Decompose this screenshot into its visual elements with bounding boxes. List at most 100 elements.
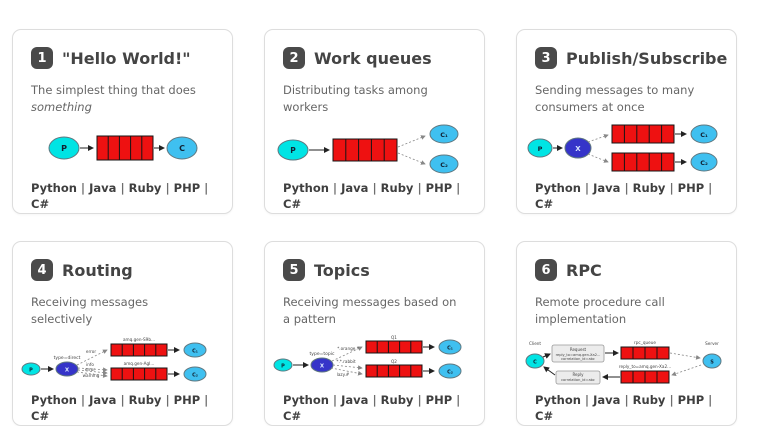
lang-java[interactable]: Java [593,181,621,195]
number-badge: 1 [31,47,53,69]
queue [611,124,675,144]
binding-label: *.orange.* [337,346,359,351]
language-links: Python | Java | Ruby | PHP | C# [535,180,719,212]
card-title[interactable]: RPC [566,260,602,280]
lang-csharp[interactable]: C# [31,197,50,211]
card-title[interactable]: Work queues [314,48,432,68]
card-title[interactable]: Publish/Subscribe [566,48,728,68]
card-publish-subscribe: 3 Publish/Subscribe Sending messages to … [516,29,737,214]
svg-text:C₂: C₂ [192,372,198,378]
svg-text:C₁: C₁ [447,345,453,351]
separator: | [76,393,90,407]
lang-csharp[interactable]: C# [283,409,302,423]
binding-label: *.*.rabbit [336,359,356,364]
svg-text:X: X [64,367,69,373]
lang-java[interactable]: Java [341,393,369,407]
lang-php[interactable]: PHP [677,393,705,407]
number-badge: 6 [535,259,557,281]
queue [332,138,398,162]
language-links: Python | Java | Ruby | PHP | C# [283,392,467,424]
lang-java[interactable]: Java [341,181,369,195]
lang-python[interactable]: Python [283,393,329,407]
work-queues-diagram: P C₁ C₂ [277,121,467,175]
language-links: Python | Java | Ruby | PHP | C# [535,392,719,424]
producer-node: P [527,138,553,158]
svg-text:type=direct: type=direct [53,355,80,361]
producer-node: P [277,139,309,161]
svg-text:P: P [538,145,543,153]
request-box: Request reply_to=amq.gen-Xa2... correlat… [551,344,605,362]
separator: | [328,393,342,407]
card-title[interactable]: "Hello World!" [62,48,191,68]
lang-python[interactable]: Python [283,181,329,195]
lang-php[interactable]: PHP [425,393,453,407]
number-badge: 2 [283,47,305,69]
lang-python[interactable]: Python [31,393,77,407]
lang-php[interactable]: PHP [173,181,201,195]
lang-csharp[interactable]: C# [535,409,554,423]
lang-ruby[interactable]: Ruby [632,181,666,195]
queue: amq.gen-AgI... [110,361,167,380]
lang-ruby[interactable]: Ruby [128,393,162,407]
consumer-node: C₁ [438,339,461,354]
card-routing: 4 Routing Receiving messages selectively… [12,241,233,426]
separator: | [413,181,426,195]
lang-csharp[interactable]: C# [31,409,50,423]
svg-text:P: P [290,146,296,155]
exchange-node: X [564,137,592,159]
card-description: Receiving messages selectively [31,295,149,326]
lang-csharp[interactable]: C# [283,197,302,211]
client-node: Client C [525,341,545,368]
separator: | [368,181,381,195]
producer-node: P [273,358,292,371]
svg-text:C: C [533,359,537,365]
queue: Q1 [365,335,422,353]
svg-text:Reply: Reply [572,372,584,377]
producer-node: P [21,362,40,375]
lang-java[interactable]: Java [89,393,117,407]
binding-label: lazy.# [336,372,349,377]
consumer-node: C₁ [429,124,459,144]
separator: | [620,393,633,407]
lang-php[interactable]: PHP [173,393,201,407]
number-badge: 5 [283,259,305,281]
lang-python[interactable]: Python [535,393,581,407]
lang-java[interactable]: Java [89,181,117,195]
svg-text:C: C [179,144,185,153]
card-title[interactable]: Routing [62,260,133,280]
card-description: The simplest thing that does something [31,83,196,114]
lang-php[interactable]: PHP [677,181,705,195]
card-header: 4 Routing [31,259,215,281]
binding-label: warning [82,373,99,378]
lang-java[interactable]: Java [593,393,621,407]
separator: | [200,393,209,407]
lang-python[interactable]: Python [535,181,581,195]
lang-ruby[interactable]: Ruby [632,393,666,407]
card-work-queues: 2 Work queues Distributing tasks among w… [264,29,485,214]
separator: | [704,393,713,407]
svg-text:correlation_id=abc: correlation_id=abc [561,378,595,382]
consumer-node: C₁ [183,342,206,357]
lang-ruby[interactable]: Ruby [128,181,162,195]
hello-world-diagram: P C [31,121,215,175]
consumer-node: C₂ [429,154,459,174]
queue: Q2 [365,359,422,377]
lang-ruby[interactable]: Ruby [380,393,414,407]
separator: | [704,181,713,195]
lang-ruby[interactable]: Ruby [380,181,414,195]
lang-csharp[interactable]: C# [535,197,554,211]
lang-php[interactable]: PHP [425,181,453,195]
lang-python[interactable]: Python [31,181,77,195]
exchange-node: X type=topic [309,351,334,372]
separator: | [328,181,342,195]
card-header: 3 Publish/Subscribe [535,47,727,69]
consumer-node: C₂ [690,152,718,172]
svg-text:C₂: C₂ [440,161,448,169]
svg-text:Server: Server [705,341,719,346]
routing-diagram: P X type=direct error info error warning… [21,333,215,387]
card-header: 6 RPC [535,259,719,281]
language-links: Python | Java | Ruby | PHP | C# [283,180,467,212]
server-node: Server S [702,341,722,368]
card-title[interactable]: Topics [314,260,370,280]
card-description: Receiving messages based on a pattern [283,295,457,326]
